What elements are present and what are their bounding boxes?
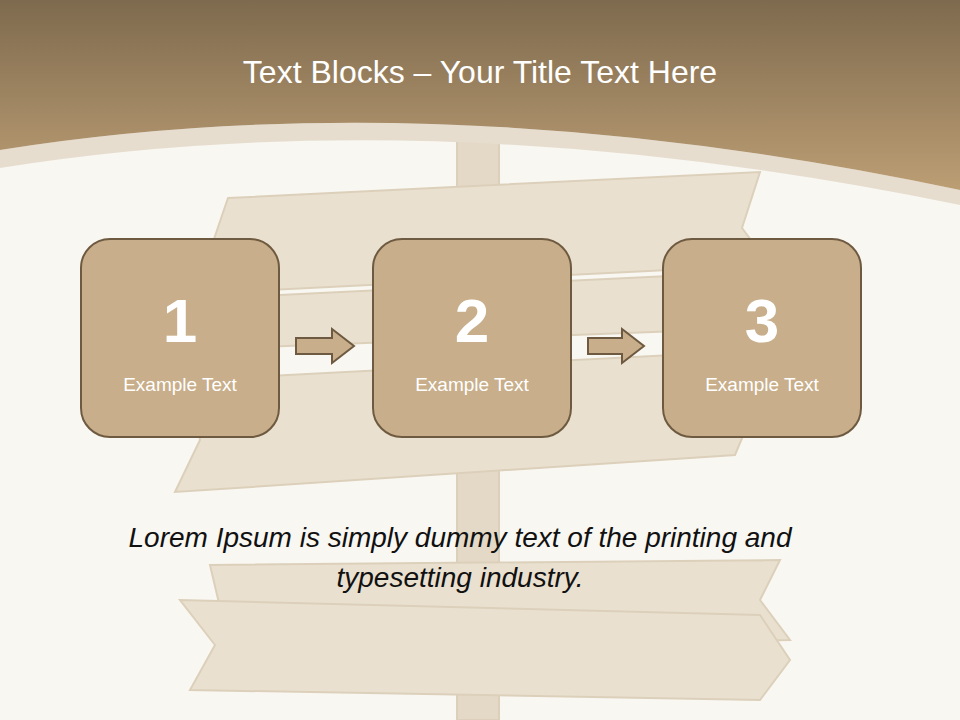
step-box: 1Example Text (80, 238, 280, 438)
block-arrow (588, 329, 644, 363)
step-number: 1 (163, 290, 197, 352)
header-band (0, 0, 960, 190)
step-number: 2 (455, 290, 489, 352)
step-text: Example Text (705, 374, 819, 396)
step-number: 3 (745, 290, 779, 352)
body-text: Lorem Ipsum is simply dummy text of the … (110, 518, 810, 598)
step-box: 2Example Text (372, 238, 572, 438)
step-text: Example Text (123, 374, 237, 396)
step-box: 3Example Text (662, 238, 862, 438)
slide-title: Text Blocks – Your Title Text Here (20, 54, 940, 91)
block-arrow (296, 329, 354, 363)
step-text: Example Text (415, 374, 529, 396)
